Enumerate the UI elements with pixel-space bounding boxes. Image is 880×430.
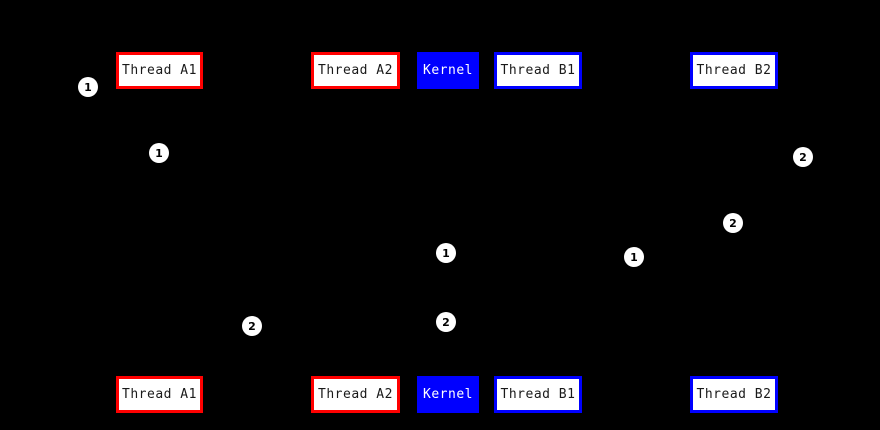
participant-label: Thread A1 (122, 63, 197, 78)
participant-thread-a1-top[interactable]: Thread A1 (116, 52, 203, 89)
participant-label: Thread B2 (696, 387, 772, 402)
sequence-marker-label: 1 (155, 146, 163, 160)
participant-label: Kernel (423, 387, 473, 402)
participant-thread-a1-bottom[interactable]: Thread A1 (116, 376, 203, 413)
sequence-marker-label: 1 (84, 80, 92, 94)
sequence-marker-label: 2 (442, 315, 450, 329)
sequence-marker-m8: 2 (242, 316, 262, 336)
sequence-marker-m4: 2 (723, 213, 743, 233)
sequence-marker-m1: 1 (78, 77, 98, 97)
sequence-marker-m3: 2 (793, 147, 813, 167)
participant-thread-b1-bottom[interactable]: Thread B1 (494, 376, 582, 413)
participant-thread-b1-top[interactable]: Thread B1 (494, 52, 582, 89)
participant-label: Thread A1 (122, 387, 197, 402)
sequence-marker-m5: 1 (436, 243, 456, 263)
sequence-marker-label: 2 (729, 216, 737, 230)
participant-thread-b2-top[interactable]: Thread B2 (690, 52, 778, 89)
participant-thread-a2-top[interactable]: Thread A2 (311, 52, 400, 89)
sequence-marker-label: 2 (248, 319, 256, 333)
participant-thread-a2-bottom[interactable]: Thread A2 (311, 376, 400, 413)
participant-kernel-top[interactable]: Kernel (417, 52, 479, 89)
participant-label: Thread A2 (318, 387, 393, 402)
participant-kernel-bottom[interactable]: Kernel (417, 376, 479, 413)
lifeline-thread-a1 (159, 89, 161, 376)
sequence-marker-label: 2 (799, 150, 807, 164)
sequence-marker-m6: 1 (624, 247, 644, 267)
sequence-marker-label: 1 (442, 246, 450, 260)
participant-label: Thread B1 (500, 63, 576, 78)
participant-label: Thread A2 (318, 63, 393, 78)
participant-label: Thread B2 (696, 63, 772, 78)
participant-label: Thread B1 (500, 387, 576, 402)
lifeline-thread-b1 (538, 89, 539, 376)
lifeline-thread-a2 (355, 89, 357, 376)
sequence-marker-m2: 1 (149, 143, 169, 163)
sequence-marker-m7: 2 (436, 312, 456, 332)
sequence-marker-label: 1 (630, 250, 638, 264)
lifeline-kernel (448, 89, 449, 376)
participant-label: Kernel (423, 63, 473, 78)
participant-thread-b2-bottom[interactable]: Thread B2 (690, 376, 778, 413)
